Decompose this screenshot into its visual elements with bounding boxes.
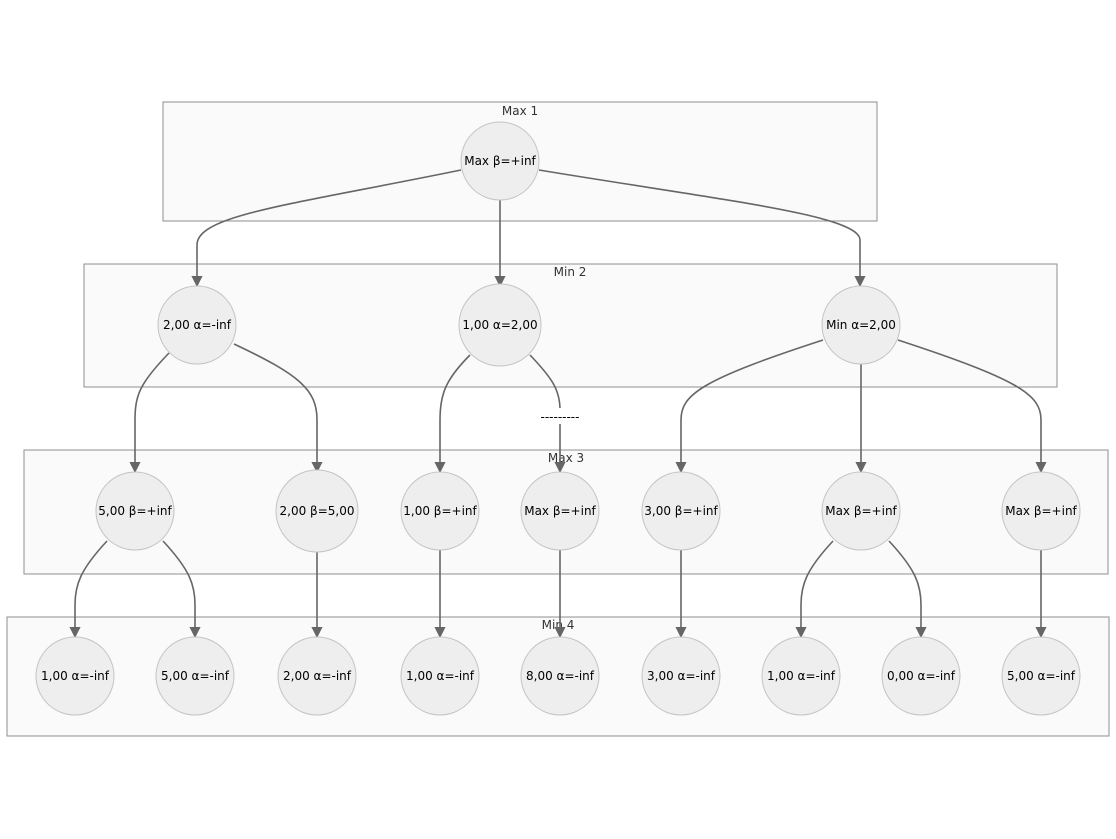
node-circle: [881, 636, 961, 716]
node-label: 5,00 α=-inf: [161, 669, 230, 683]
node-label: 5,00 β=+inf: [98, 504, 172, 518]
node-circle: [400, 471, 480, 551]
node-c1: 3,00 β=+inf: [641, 471, 721, 551]
node-circle: [520, 636, 600, 716]
cluster-label: Max 3: [548, 451, 584, 465]
node-circle: [277, 636, 357, 716]
node-circle: [821, 471, 901, 551]
edge-c-c1: [675, 339, 824, 474]
node-label: 2,00 α=-inf: [283, 669, 352, 683]
node-c: Min α=2,00: [821, 285, 901, 365]
node-l9: 5,00 α=-inf: [1001, 636, 1081, 716]
cluster-label: Min 4: [542, 618, 575, 632]
node-circle: [400, 636, 480, 716]
node-circle: [458, 283, 542, 367]
node-label: 1,00 α=-inf: [41, 669, 110, 683]
node-label: 2,00 β=5,00: [280, 504, 355, 518]
node-l5: 8,00 α=-inf: [520, 636, 600, 716]
cluster-label: Min 2: [554, 265, 587, 279]
node-label: 1,00 α=-inf: [767, 669, 836, 683]
edge-c2-l8: [888, 540, 927, 639]
edge-label-text: ---------: [541, 410, 580, 424]
edge-root-a: [191, 169, 462, 288]
edges: [69, 169, 1047, 639]
node-circle: [641, 471, 721, 551]
edge-a1-l1: [69, 540, 108, 639]
node-label: Max β=+inf: [524, 504, 596, 518]
node-label: 5,00 α=-inf: [1007, 669, 1076, 683]
node-circle: [761, 636, 841, 716]
node-circle: [157, 285, 237, 365]
node-label: 1,00 α=2,00: [462, 318, 537, 332]
node-a1: 5,00 β=+inf: [95, 471, 175, 551]
node-root: Max β=+inf: [460, 121, 540, 201]
node-label: Max β=+inf: [464, 154, 536, 168]
node-b1: 1,00 β=+inf: [400, 471, 480, 551]
node-circle: [1001, 636, 1081, 716]
edge-label-background: [536, 408, 584, 424]
node-l4: 1,00 α=-inf: [400, 636, 480, 716]
node-l3: 2,00 α=-inf: [277, 636, 357, 716]
node-b: 1,00 α=2,00: [458, 283, 542, 367]
node-circle: [95, 471, 175, 551]
node-l2: 5,00 α=-inf: [155, 636, 235, 716]
edge-a-a2: [233, 343, 323, 474]
edge-root-c: [538, 169, 866, 288]
node-circle: [155, 636, 235, 716]
node-l7: 1,00 α=-inf: [761, 636, 841, 716]
node-label: 1,00 α=-inf: [406, 669, 475, 683]
node-a: 2,00 α=-inf: [157, 285, 237, 365]
node-label: 0,00 α=-inf: [887, 669, 956, 683]
node-l6: 3,00 α=-inf: [641, 636, 721, 716]
node-circle: [641, 636, 721, 716]
node-label: 3,00 β=+inf: [644, 504, 718, 518]
node-label: Max β=+inf: [1005, 504, 1077, 518]
node-circle: [520, 471, 600, 551]
node-label: Min α=2,00: [826, 318, 896, 332]
cluster-label: Max 1: [502, 104, 538, 118]
node-circle: [275, 469, 359, 553]
node-c3: Max β=+inf: [1001, 471, 1081, 551]
node-circle: [821, 285, 901, 365]
node-b2: Max β=+inf: [520, 471, 600, 551]
edge-a1-l2: [162, 540, 201, 639]
node-label: 2,00 α=-inf: [163, 318, 232, 332]
edge-c2-l7: [795, 540, 834, 639]
node-label: Max β=+inf: [825, 504, 897, 518]
node-label: 1,00 β=+inf: [403, 504, 477, 518]
node-label: 3,00 α=-inf: [647, 669, 716, 683]
edge-label-pruned: ---------: [536, 408, 584, 424]
edge-b-b1: [434, 354, 471, 474]
node-l8: 0,00 α=-inf: [881, 636, 961, 716]
edge-a-a1: [129, 352, 170, 474]
node-circle: [35, 636, 115, 716]
node-circle: [1001, 471, 1081, 551]
edge-c-c3: [897, 339, 1047, 474]
node-label: 8,00 α=-inf: [526, 669, 595, 683]
node-l1: 1,00 α=-inf: [35, 636, 115, 716]
node-a2: 2,00 β=5,00: [275, 469, 359, 553]
node-c2: Max β=+inf: [821, 471, 901, 551]
node-circle: [460, 121, 540, 201]
